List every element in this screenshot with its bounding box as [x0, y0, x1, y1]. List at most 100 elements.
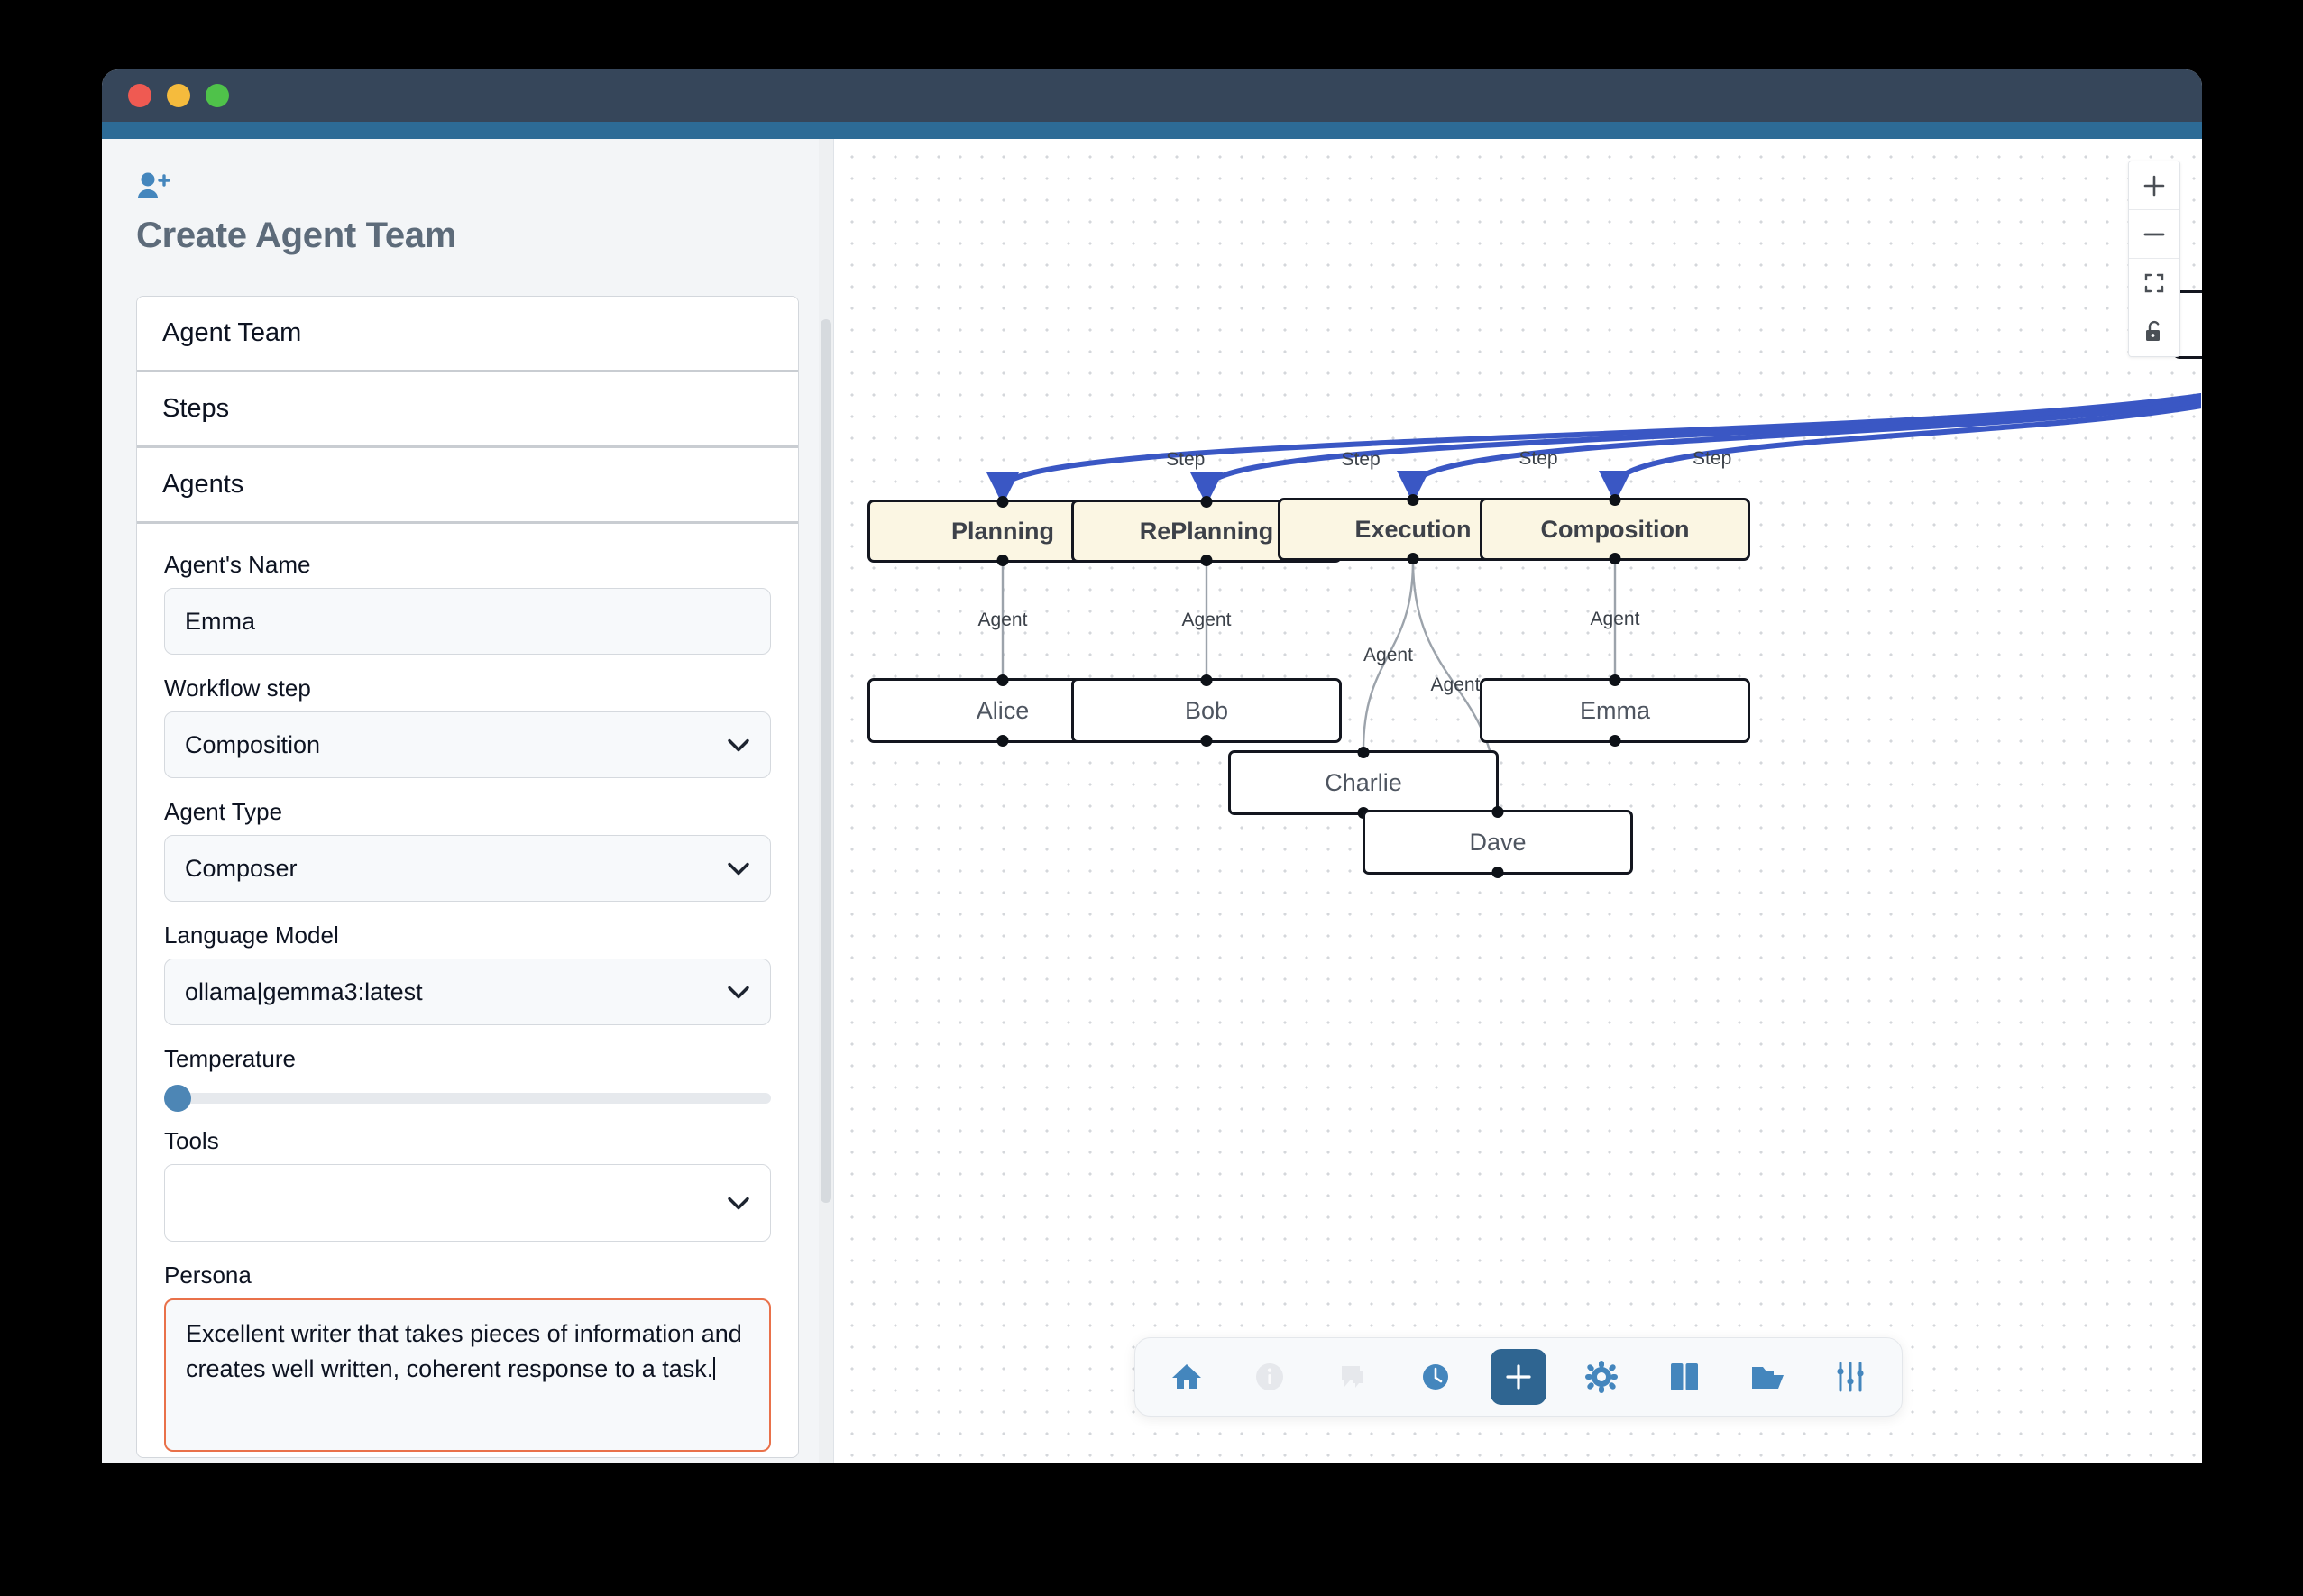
tools-label: Tools — [164, 1127, 771, 1155]
window-minimize-button[interactable] — [167, 84, 190, 107]
workflow-step-label: Workflow step — [164, 674, 771, 702]
node-port-top[interactable] — [1610, 494, 1621, 506]
language-model-select[interactable]: ollama|gemma3:latest — [164, 959, 771, 1025]
accordion-item-steps[interactable]: Steps — [137, 372, 798, 448]
chevron-down-icon — [727, 978, 750, 1006]
graph-node-emma[interactable]: Emma — [1480, 678, 1750, 743]
app-window: Create Agent Team Agent Team Steps Agent… — [102, 69, 2202, 1463]
node-port-top[interactable] — [1201, 496, 1213, 508]
fit-view-icon[interactable] — [2129, 259, 2179, 307]
graph-node-composition[interactable]: Composition — [1480, 498, 1750, 561]
agent-name-input[interactable]: Emma — [164, 588, 771, 655]
persona-label: Persona — [164, 1261, 771, 1289]
graph-node-dave[interactable]: Dave — [1363, 810, 1633, 875]
graph-node-charlie[interactable]: Charlie — [1228, 750, 1499, 815]
agent-type-select[interactable]: Composer — [164, 835, 771, 902]
accordion: Agent Team Steps Agents Agent's Name Emm… — [136, 296, 799, 1458]
node-port-bot[interactable] — [1610, 553, 1621, 564]
sliders-icon[interactable] — [1822, 1349, 1878, 1405]
temperature-slider-thumb[interactable] — [164, 1085, 191, 1112]
window-titlebar — [102, 69, 2202, 122]
graph-edge-label-emma: Agent — [1591, 609, 1640, 630]
graph-edge-label-composition: Step — [1693, 448, 1731, 470]
field-agent-name: Agent's Name Emma — [164, 551, 771, 655]
graph-edges — [834, 139, 2201, 1411]
graph-node-label: Composition — [1541, 516, 1690, 544]
graph-edge-label-dave: Agent — [1431, 674, 1481, 696]
agents-form: Agent's Name Emma Workflow step Composit… — [137, 524, 798, 1452]
graph-node-label: Charlie — [1325, 769, 1402, 797]
sidebar-scrollbar-thumb[interactable] — [821, 319, 831, 1203]
sidebar-scrollbar[interactable] — [819, 139, 833, 1463]
graph-edge-label-planning: Step — [1166, 449, 1205, 471]
node-port-top[interactable] — [1201, 674, 1213, 686]
node-port-bot[interactable] — [1610, 735, 1621, 747]
agent-type-value: Composer — [185, 855, 298, 883]
window-accent-bar — [102, 122, 2202, 139]
agent-name-label: Agent's Name — [164, 551, 771, 579]
canvas-controls — [2128, 161, 2180, 357]
language-model-label: Language Model — [164, 922, 771, 949]
persona-textarea[interactable]: Excellent writer that takes pieces of in… — [164, 1298, 771, 1452]
accordion-item-agent-team[interactable]: Agent Team — [137, 297, 798, 372]
node-port-top[interactable] — [1492, 806, 1504, 818]
bottom-toolbar — [1134, 1337, 1903, 1417]
window-close-button[interactable] — [128, 84, 151, 107]
node-port-bot[interactable] — [1492, 867, 1504, 878]
node-port-bot[interactable] — [997, 555, 1009, 566]
graph-node-label: Emma — [1580, 697, 1650, 725]
history-icon[interactable] — [1408, 1349, 1463, 1405]
node-port-top[interactable] — [1358, 747, 1370, 758]
gear-icon[interactable] — [1574, 1349, 1629, 1405]
person-add-icon — [136, 171, 799, 206]
node-port-top[interactable] — [1408, 494, 1419, 506]
home-icon[interactable] — [1159, 1349, 1215, 1405]
field-persona: Persona Excellent writer that takes piec… — [164, 1261, 771, 1452]
graph-edge-label-charlie: Agent — [1363, 645, 1413, 666]
folder-icon[interactable] — [1739, 1349, 1795, 1405]
sidebar-panel: Create Agent Team Agent Team Steps Agent… — [102, 139, 834, 1463]
window-maximize-button[interactable] — [206, 84, 229, 107]
temperature-label: Temperature — [164, 1045, 771, 1073]
field-language-model: Language Model ollama|gemma3:latest — [164, 922, 771, 1025]
graph-node-label: Planning — [951, 518, 1054, 546]
agent-type-label: Agent Type — [164, 798, 771, 826]
add-icon[interactable] — [1491, 1349, 1546, 1405]
temperature-slider[interactable] — [164, 1093, 771, 1104]
node-port-bot[interactable] — [1408, 553, 1419, 564]
page-title: Create Agent Team — [136, 216, 799, 256]
node-port-top[interactable] — [1610, 674, 1621, 686]
zoom-in-icon[interactable] — [2129, 161, 2179, 210]
graph-edge-label-alice: Agent — [978, 610, 1028, 631]
app-body: Create Agent Team Agent Team Steps Agent… — [102, 139, 2202, 1463]
chevron-down-icon — [727, 731, 750, 759]
graph-node-label: Alice — [977, 697, 1030, 725]
book-icon[interactable] — [1656, 1349, 1712, 1405]
persona-value: Excellent writer that takes pieces of in… — [186, 1320, 748, 1382]
field-temperature: Temperature — [164, 1045, 771, 1107]
chat-icon[interactable] — [1325, 1349, 1381, 1405]
graph-edge-label-execution: Step — [1519, 448, 1557, 470]
node-port-top[interactable] — [997, 674, 1009, 686]
node-port-bot[interactable] — [1201, 555, 1213, 566]
language-model-value: ollama|gemma3:latest — [185, 978, 423, 1006]
node-port-bot[interactable] — [1201, 735, 1213, 747]
chevron-down-icon — [727, 1189, 750, 1217]
workflow-step-select[interactable]: Composition — [164, 711, 771, 778]
lock-icon[interactable] — [2129, 307, 2179, 356]
graph-edge-label-replanning: Step — [1341, 449, 1380, 471]
field-workflow-step: Workflow step Composition — [164, 674, 771, 778]
graph-node-label: RePlanning — [1140, 518, 1274, 546]
info-icon[interactable] — [1242, 1349, 1298, 1405]
graph-node-bob[interactable]: Bob — [1071, 678, 1342, 743]
graph-node-label: Bob — [1185, 697, 1228, 725]
node-port-bot[interactable] — [997, 735, 1009, 747]
field-tools: Tools — [164, 1127, 771, 1242]
tools-select[interactable] — [164, 1164, 771, 1242]
graph-canvas[interactable]: First Agent TeamPlanningRePlanningExecut… — [834, 139, 2202, 1463]
node-port-top[interactable] — [997, 496, 1009, 508]
field-agent-type: Agent Type Composer — [164, 798, 771, 902]
accordion-item-agents[interactable]: Agents — [137, 448, 798, 524]
graph-node-label: Dave — [1469, 829, 1526, 857]
zoom-out-icon[interactable] — [2129, 210, 2179, 259]
